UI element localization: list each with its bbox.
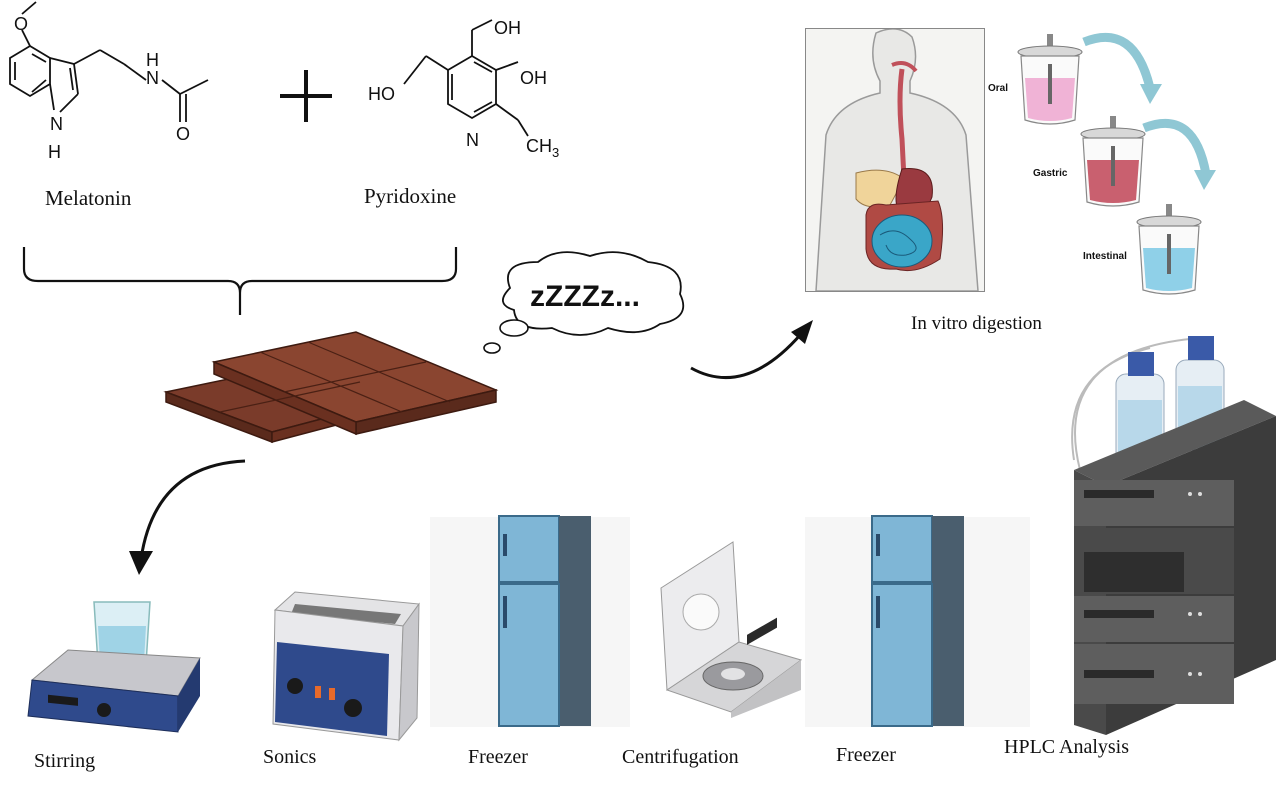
melatonin-label: Melatonin bbox=[45, 186, 132, 210]
centrifuge bbox=[660, 541, 803, 718]
oh-top: OH bbox=[494, 18, 521, 38]
gastric-vessel bbox=[1080, 116, 1146, 207]
sleep-text: zZZZz... bbox=[530, 280, 640, 313]
step-label-centrifugation: Centrifugation bbox=[622, 746, 739, 768]
amide-nitrogen: N bbox=[146, 68, 159, 88]
amide-hydrogen: H bbox=[146, 50, 159, 70]
methyl-group: CH3 bbox=[526, 136, 559, 160]
arrow-to-stirring bbox=[129, 459, 246, 575]
digestion-phases: Oral Gastric Intestinal bbox=[985, 28, 1216, 298]
indole-hydrogen: H bbox=[48, 142, 61, 162]
ultrasonic-bath bbox=[272, 591, 420, 742]
arrow-to-digestion bbox=[690, 320, 813, 380]
freezer-2 bbox=[871, 515, 964, 727]
phase-label-oral: Oral bbox=[988, 83, 1009, 94]
chocolate-bars bbox=[163, 331, 499, 444]
methoxy-oxygen: O bbox=[14, 14, 28, 34]
phase-label-gastric: Gastric bbox=[1033, 168, 1068, 179]
magnetic-stirrer bbox=[27, 601, 201, 733]
step-label-hplc: HPLC Analysis bbox=[1004, 736, 1130, 758]
step-label-sonics: Sonics bbox=[263, 746, 317, 768]
phase-arrows bbox=[1082, 32, 1216, 190]
plus-sign bbox=[280, 70, 332, 122]
ho-left: HO bbox=[368, 84, 395, 104]
step-label-freezer-2: Freezer bbox=[836, 744, 896, 766]
step-label-freezer-1: Freezer bbox=[468, 746, 528, 768]
ring-nitrogen: N bbox=[466, 130, 479, 150]
pyridoxine-label: Pyridoxine bbox=[364, 184, 457, 208]
hplc-instrument bbox=[1071, 336, 1276, 735]
melatonin-structure: O N H O N H bbox=[9, 1, 209, 162]
sleep-thought-bubble: zZZZz... bbox=[483, 251, 685, 354]
oh-right: OH bbox=[520, 68, 547, 88]
oral-vessel bbox=[1017, 34, 1083, 125]
intestinal-vessel bbox=[1136, 204, 1202, 295]
combining-brace bbox=[22, 247, 458, 315]
digestion-title: In vitro digestion bbox=[911, 313, 1042, 334]
freezer-1 bbox=[498, 515, 591, 727]
pyridoxine-structure: OH OH HO N CH3 bbox=[368, 18, 559, 160]
digestive-system-figure bbox=[805, 28, 985, 292]
indole-nitrogen: N bbox=[50, 114, 63, 134]
carbonyl-oxygen: O bbox=[176, 124, 190, 144]
step-label-stirring: Stirring bbox=[34, 750, 96, 772]
phase-label-intestinal: Intestinal bbox=[1083, 251, 1127, 262]
